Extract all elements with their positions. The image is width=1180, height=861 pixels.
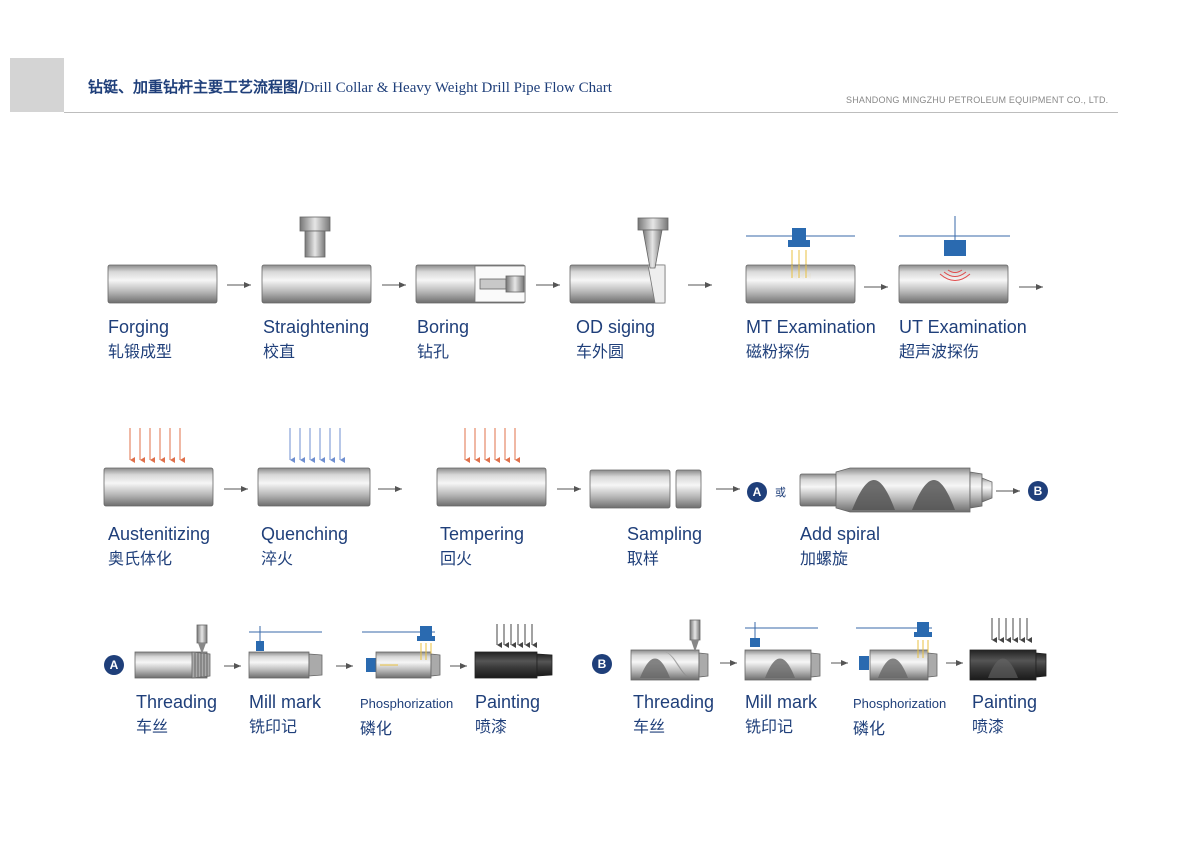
step-label-en: Tempering — [440, 524, 525, 544]
step-label-cn: 轧锻成型 — [108, 342, 173, 361]
forging-pipe — [107, 264, 218, 304]
page-title: 钻铤、加重钻杆主要工艺流程图/Drill Collar & Heavy Weig… — [88, 76, 612, 97]
step-label-en: Austenitizing — [108, 524, 211, 544]
step-label-en: Straightening — [263, 317, 370, 337]
step-label-cn: 取样 — [627, 549, 660, 568]
step-label-en: Painting — [475, 692, 541, 712]
step-label-cn: 车丝 — [633, 717, 666, 736]
step-b-threading: Threading 车丝 — [633, 692, 714, 737]
b-phosphorization-pipe — [856, 622, 938, 681]
sampling-pipe — [589, 469, 702, 509]
tempering-pipe — [436, 428, 547, 507]
badge-b: B — [1028, 481, 1048, 501]
step-label-cn: 回火 — [440, 549, 473, 568]
step-label-cn: 车丝 — [136, 717, 169, 736]
step-forging: Forging 轧锻成型 — [108, 317, 172, 362]
step-label-cn: 淬火 — [261, 549, 294, 568]
step-label-en: Phosphorization — [360, 696, 454, 711]
step-b-painting: Painting 喷漆 — [972, 692, 1037, 737]
step-label-cn: 喷漆 — [972, 717, 1005, 736]
step-label-cn: 铣印记 — [745, 717, 794, 736]
ut-exam-pipe — [898, 216, 1010, 304]
a-phosphorization-pipe — [362, 626, 441, 679]
step-b-phosphorization: Phosphorization 磷化 — [853, 696, 946, 739]
step-label-en: Threading — [136, 692, 218, 712]
step-label-cn: 磷化 — [360, 719, 393, 738]
step-label-cn: 校直 — [263, 342, 296, 361]
quenching-pipe — [257, 428, 371, 507]
a-threading-pipe — [134, 624, 211, 679]
a-millmark-pipe — [248, 626, 323, 679]
boring-pipe — [415, 264, 526, 304]
b-threading-pipe — [630, 619, 709, 681]
step-ut-examination: UT Examination 超声波探伤 — [899, 317, 1027, 362]
straightening-pipe — [261, 216, 372, 304]
company-name: SHANDONG MINGZHU PETROLEUM EQUIPMENT CO.… — [846, 95, 1109, 105]
step-tempering: Tempering 回火 — [440, 524, 524, 569]
title-cn: 钻铤、加重钻杆主要工艺流程图/ — [88, 78, 304, 96]
step-label-en: MT Examination — [746, 317, 876, 337]
od-siging-pipe — [569, 217, 669, 304]
header-divider — [64, 112, 1118, 113]
step-label-en: OD siging — [576, 317, 656, 337]
step-quenching: Quenching 淬火 — [261, 524, 348, 569]
step-label-en: Phosphorization — [853, 696, 947, 711]
b-millmark-pipe — [744, 622, 821, 681]
badge-b-row3: B — [592, 654, 612, 674]
step-label-en: Boring — [417, 317, 470, 337]
step-label-en: Add spiral — [800, 524, 881, 544]
step-label-en: Painting — [972, 692, 1038, 712]
step-straightening: Straightening 校直 — [263, 317, 369, 362]
step-label-en: Quenching — [261, 524, 349, 544]
step-a-phosphorization: Phosphorization 磷化 — [360, 696, 453, 739]
title-en: Drill Collar & Heavy Weight Drill Pipe F… — [303, 80, 612, 96]
step-label-cn: 奥氏体化 — [108, 549, 173, 568]
step-sampling: Sampling 取样 — [627, 524, 702, 569]
badge-a: A — [747, 482, 767, 502]
step-a-threading: Threading 车丝 — [136, 692, 217, 737]
or-label: 或 — [775, 486, 786, 499]
badge-a-row3: A — [104, 655, 124, 675]
step-label-cn: 铣印记 — [249, 717, 298, 736]
step-label-cn: 磷化 — [853, 719, 886, 738]
step-austenitizing: Austenitizing 奥氏体化 — [108, 524, 210, 569]
mt-exam-pipe — [745, 228, 856, 304]
step-label-cn: 超声波探伤 — [899, 342, 980, 361]
a-painting-pipe — [474, 624, 553, 679]
step-od-siging: OD siging 车外圆 — [576, 317, 655, 362]
step-label-en: Sampling — [627, 524, 703, 544]
step-mt-examination: MT Examination 磁粉探伤 — [746, 317, 876, 362]
step-label-en: Threading — [633, 692, 715, 712]
step-label-en: UT Examination — [899, 317, 1027, 337]
step-label-cn: 钻孔 — [417, 342, 450, 361]
step-label-cn: 车外圆 — [576, 342, 625, 361]
step-a-painting: Painting 喷漆 — [475, 692, 540, 737]
header-gray-box — [10, 58, 64, 112]
add-spiral-pipe — [799, 467, 993, 513]
step-add-spiral: Add spiral 加螺旋 — [800, 524, 880, 569]
b-painting-pipe — [969, 618, 1047, 681]
step-label-cn: 磁粉探伤 — [746, 342, 811, 361]
step-label-en: Forging — [108, 317, 170, 337]
step-b-mill-mark: Mill mark 铣印记 — [745, 692, 817, 737]
step-boring: Boring 钻孔 — [417, 317, 469, 362]
step-label-en: Mill mark — [249, 692, 321, 712]
step-label-cn: 加螺旋 — [800, 549, 849, 568]
step-label-en: Mill mark — [745, 692, 817, 712]
step-a-mill-mark: Mill mark 铣印记 — [249, 692, 321, 737]
austenitizing-pipe — [103, 428, 214, 507]
step-label-cn: 喷漆 — [475, 717, 508, 736]
